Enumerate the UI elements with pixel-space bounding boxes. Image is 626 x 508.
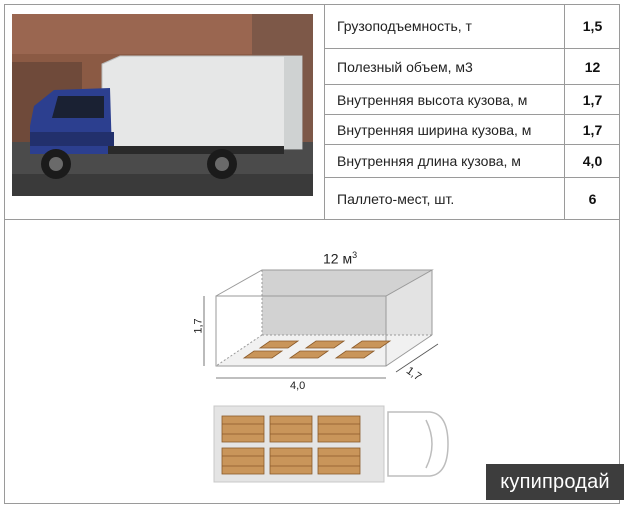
spec-label: Грузоподъемность, т: [337, 18, 472, 34]
length-dimension-label: 4,0: [290, 380, 306, 392]
spec-label: Внутренняя длина кузова, м: [337, 153, 521, 169]
spec-row: Паллето-мест, шт. 6: [325, 178, 620, 220]
truck-photo: [12, 14, 313, 196]
section-divider: [4, 219, 620, 220]
spec-value: 1,5: [564, 4, 620, 48]
spec-value: 6: [564, 178, 620, 220]
spec-value: 12: [564, 49, 620, 84]
spec-row: Грузоподъемность, т 1,5: [325, 4, 620, 49]
cargo-box-diagram: [203, 269, 439, 379]
spec-row: Внутренняя высота кузова, м 1,7: [325, 85, 620, 115]
volume-label: 12 м3: [323, 250, 358, 267]
truck-top-view: [213, 405, 449, 483]
spec-label: Паллето-мест, шт.: [337, 191, 455, 207]
spec-label: Внутренняя ширина кузова, м: [337, 121, 532, 138]
spec-value: 1,7: [564, 115, 620, 144]
spec-label: Полезный объем, м3: [337, 58, 473, 75]
specs-table: Грузоподъемность, т 1,5 Полезный объем, …: [324, 4, 620, 220]
spec-row: Полезный объем, м3 12: [325, 49, 620, 85]
height-dimension-label: 1,7: [192, 318, 205, 334]
spec-value: 4,0: [564, 145, 620, 177]
watermark-logo: купипродай: [486, 464, 624, 500]
spec-value: 1,7: [564, 85, 620, 114]
spec-label: Внутренняя высота кузова, м: [337, 91, 528, 108]
spec-row: Внутренняя длина кузова, м 4,0: [325, 145, 620, 178]
outer-frame: [4, 4, 620, 504]
spec-row: Внутренняя ширина кузова, м 1,7: [325, 115, 620, 145]
